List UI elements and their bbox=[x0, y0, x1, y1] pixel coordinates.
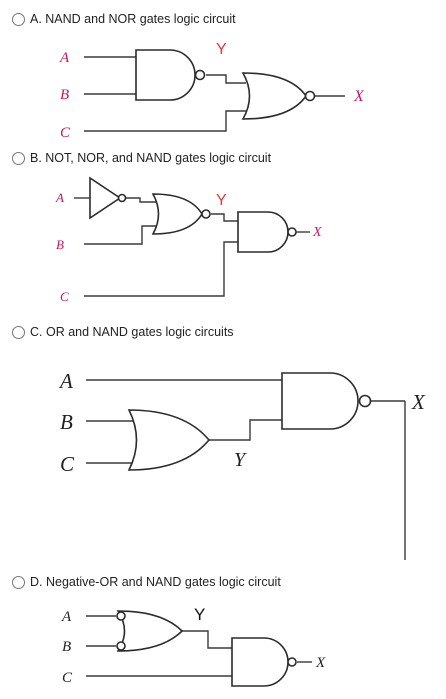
option-b-radio-row[interactable]: B. NOT, NOR, and NAND gates logic circui… bbox=[12, 151, 271, 165]
or-gate bbox=[127, 409, 211, 471]
not-bubble bbox=[117, 193, 127, 203]
nor-gate bbox=[241, 72, 307, 120]
option-d-label: D. Negative-OR and NAND gates logic circ… bbox=[30, 575, 281, 589]
intermediate-y-label: Y bbox=[194, 605, 205, 624]
circuit-diagram-a: A B C Y X bbox=[59, 41, 365, 141]
intermediate-y-label: Y bbox=[234, 449, 247, 471]
input-c-label: C bbox=[60, 289, 69, 304]
nand-gate bbox=[237, 211, 289, 253]
not-gate bbox=[89, 176, 122, 220]
output-x-label: X bbox=[312, 225, 322, 240]
input-b-label: B bbox=[60, 410, 73, 434]
output-x-label: X bbox=[315, 655, 326, 671]
option-d-radio-row[interactable]: D. Negative-OR and NAND gates logic circ… bbox=[12, 575, 281, 589]
nor-gate bbox=[151, 193, 203, 235]
input-a-label: A bbox=[61, 609, 72, 625]
input-b-bubble bbox=[116, 641, 126, 651]
radio-option-c[interactable] bbox=[12, 325, 25, 339]
circuit-diagram-c: A B C Y X bbox=[58, 369, 426, 560]
input-b-label: B bbox=[62, 639, 71, 655]
radio-option-b[interactable] bbox=[12, 151, 25, 165]
nand-gate bbox=[281, 372, 359, 430]
nor-bubble bbox=[304, 90, 316, 102]
radio-option-a[interactable] bbox=[12, 12, 25, 26]
circuit-diagram-d: A B C Y X bbox=[61, 605, 326, 687]
option-a-label: A. NAND and NOR gates logic circuit bbox=[30, 12, 236, 26]
nand-bubble bbox=[287, 227, 297, 237]
input-a-bubble bbox=[116, 611, 126, 621]
nand-bubble bbox=[287, 657, 297, 667]
input-c-label: C bbox=[60, 452, 75, 476]
option-b-label: B. NOT, NOR, and NAND gates logic circui… bbox=[30, 151, 272, 165]
nand-bubble bbox=[194, 69, 206, 81]
input-b-label: B bbox=[56, 237, 64, 252]
nor-bubble bbox=[201, 209, 211, 219]
intermediate-y-label: Y bbox=[216, 192, 227, 209]
radio-option-d[interactable] bbox=[12, 575, 25, 589]
input-b-label: B bbox=[60, 87, 69, 103]
nand-gate bbox=[231, 637, 289, 687]
output-x-label: X bbox=[411, 390, 426, 414]
circuit-diagram-b: A B C Y X bbox=[55, 176, 322, 304]
option-c-label: C. OR and NAND gates logic circuits bbox=[30, 325, 234, 339]
option-a-radio-row[interactable]: A. NAND and NOR gates logic circuit bbox=[12, 12, 236, 26]
option-c-radio-row[interactable]: C. OR and NAND gates logic circuits bbox=[12, 325, 234, 339]
input-c-label: C bbox=[60, 125, 71, 141]
intermediate-y-label: Y bbox=[216, 41, 227, 58]
negative-or-gate bbox=[116, 610, 184, 652]
input-a-label: A bbox=[58, 369, 73, 393]
input-a-label: A bbox=[59, 50, 70, 66]
input-c-label: C bbox=[62, 670, 73, 686]
output-x-label: X bbox=[353, 88, 365, 105]
nand-bubble bbox=[358, 394, 372, 408]
input-a-label: A bbox=[55, 190, 64, 205]
nand-gate bbox=[135, 49, 196, 101]
